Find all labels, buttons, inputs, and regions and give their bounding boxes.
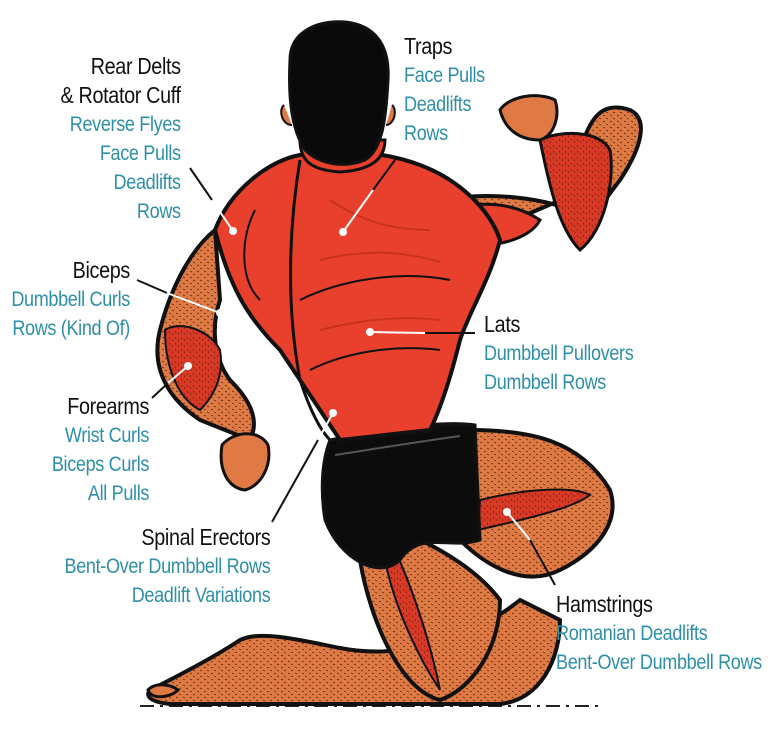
exercise-item[interactable]: Deadlift Variations <box>131 584 270 607</box>
exercise-item[interactable]: Deadlifts <box>113 171 182 194</box>
exercise-item[interactable]: Wrist Curls <box>64 424 150 447</box>
muscle-title-traps: Traps <box>404 33 453 59</box>
label-rear-delts: Rear Delts & Rotator Cuff Reverse Flyes … <box>60 52 182 226</box>
exercise-item[interactable]: All Pulls <box>87 482 149 505</box>
shorts <box>320 422 482 570</box>
exercise-item[interactable]: Face Pulls <box>404 64 485 87</box>
muscle-title-biceps: Biceps <box>72 257 131 283</box>
label-biceps: Biceps Dumbbell Curls Rows (Kind Of) <box>11 256 130 343</box>
muscle-title-hamstrings: Hamstrings <box>556 591 653 617</box>
exercise-item[interactable]: Face Pulls <box>100 142 181 165</box>
exercise-item[interactable]: Rows <box>404 122 448 145</box>
back-torso <box>212 150 503 443</box>
left-arm <box>155 226 271 492</box>
label-lats: Lats Dumbbell Pullovers Dumbbell Rows <box>484 310 634 397</box>
muscle-title-spinal-erectors: Spinal Erectors <box>141 524 270 550</box>
label-forearms: Forearms Wrist Curls Biceps Curls All Pu… <box>51 392 150 508</box>
leader-lines <box>136 159 556 586</box>
exercise-item[interactable]: Rows <box>137 200 181 223</box>
muscle-title-lats: Lats <box>484 311 521 337</box>
exercise-item[interactable]: Reverse Flyes <box>70 113 181 136</box>
label-hamstrings: Hamstrings Romanian Deadlifts Bent-Over … <box>556 590 762 677</box>
exercise-item[interactable]: Bent-Over Dumbbell Rows <box>556 651 762 674</box>
exercise-item[interactable]: Dumbbell Pullovers <box>484 342 634 365</box>
exercise-item[interactable]: Rows (Kind Of) <box>12 317 131 340</box>
label-traps: Traps Face Pulls Deadlifts Rows <box>404 32 485 148</box>
exercise-item[interactable]: Deadlifts <box>404 93 472 116</box>
exercise-item[interactable]: Bent-Over Dumbbell Rows <box>64 555 270 578</box>
muscle-title-rotator-cuff: & Rotator Cuff <box>60 82 182 108</box>
head <box>280 20 396 174</box>
label-spinal-erectors: Spinal Erectors Bent-Over Dumbbell Rows … <box>64 523 270 610</box>
exercise-item[interactable]: Dumbbell Rows <box>484 371 606 394</box>
right-thigh <box>457 427 615 579</box>
exercise-item[interactable]: Dumbbell Curls <box>11 288 130 311</box>
exercise-item[interactable]: Romanian Deadlifts <box>556 622 708 645</box>
muscle-title-rear-delts: Rear Delts <box>90 53 181 79</box>
exercise-item[interactable]: Biceps Curls <box>51 453 150 476</box>
muscle-title-forearms: Forearms <box>67 393 149 419</box>
